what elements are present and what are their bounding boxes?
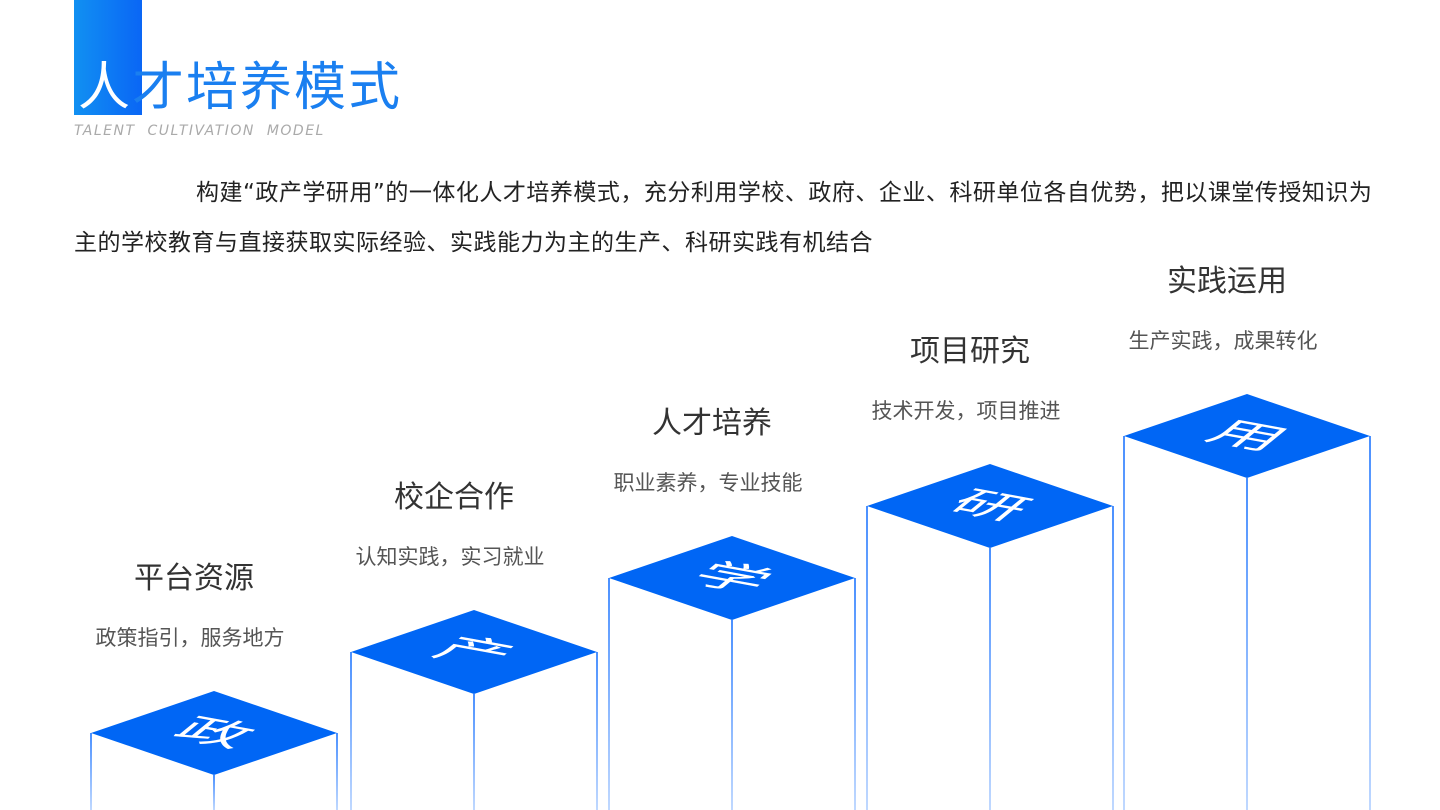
pillar-edge-center [989, 548, 991, 810]
intro-paragraph: 构建“政产学研用”的一体化人才培养模式，充分利用学校、政府、企业、科研单位各自优… [74, 180, 1373, 256]
pillar-edge-right [336, 733, 338, 810]
step-title: 校企合作 [394, 480, 514, 515]
pillar-top [351, 610, 597, 694]
pillar-edge-right [854, 578, 856, 810]
pillar-edge-left [608, 578, 610, 810]
pillar-edge-right [1369, 436, 1371, 810]
step-title: 实践运用 [1167, 264, 1287, 299]
page-subtitle: TALENT CULTIVATION MODEL [74, 123, 325, 139]
pillar-edge-left [866, 506, 868, 810]
pillar-top [609, 536, 855, 620]
pillar-edge-left [1123, 436, 1125, 810]
pillar-top [91, 691, 337, 775]
page-title: 人才培养模式 [78, 56, 402, 120]
step-title: 项目研究 [910, 334, 1030, 369]
step-subtitle: 技术开发，项目推进 [872, 399, 1061, 423]
step-subtitle: 认知实践，实习就业 [356, 545, 545, 569]
pillar-edge-center [213, 775, 215, 810]
step-subtitle: 政策指引，服务地方 [96, 626, 285, 650]
step-title: 人才培养 [652, 406, 772, 441]
step-subtitle: 职业素养，专业技能 [614, 471, 803, 495]
pillar-top [1124, 394, 1370, 478]
step-subtitle: 生产实践，成果转化 [1129, 329, 1318, 353]
pillar-edge-center [1246, 478, 1248, 810]
step-title: 平台资源 [134, 561, 254, 596]
title-rest: 才培养模式 [132, 58, 403, 118]
title-accent-block [74, 0, 142, 115]
pillar-edge-center [731, 620, 733, 810]
title-first-char: 人 [78, 58, 133, 118]
pillar-edge-right [596, 652, 598, 810]
pillar-top [867, 464, 1113, 548]
pillar-edge-left [90, 733, 92, 810]
pillar-edge-center [473, 694, 475, 810]
pillar-edge-right [1112, 506, 1114, 810]
pillar-edge-left [350, 652, 352, 810]
